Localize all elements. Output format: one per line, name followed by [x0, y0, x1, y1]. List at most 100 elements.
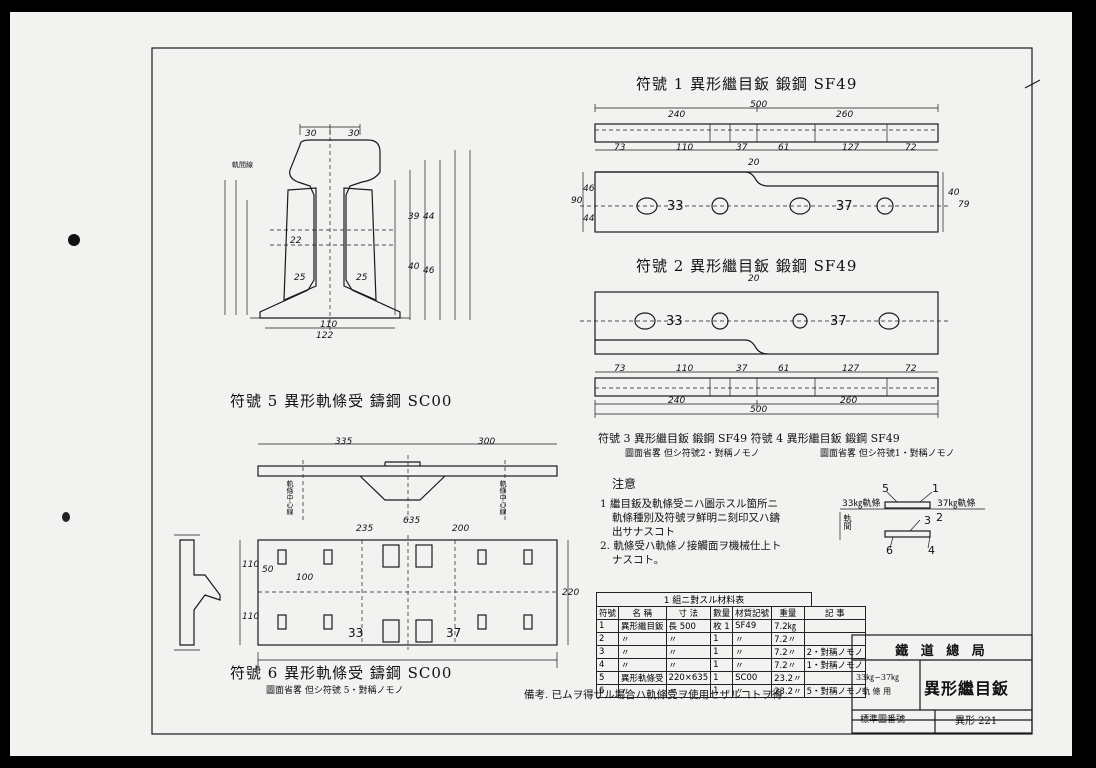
table-cell: 〃 [618, 658, 667, 672]
table-cell: 〃 [732, 658, 773, 672]
dim-label: 500 [750, 100, 768, 110]
title-block-org: 鐵 道 總 局 [895, 644, 989, 659]
table-cell: 〃 [665, 658, 712, 672]
rail-mark-37: 37 [836, 199, 853, 214]
key-right-label: 37㎏軌條 [937, 499, 976, 509]
dim-label: 61 [778, 143, 790, 153]
axis-label: 軌條中心線 [499, 480, 507, 515]
table-cell: SC00 [732, 671, 773, 685]
dim-label: 72 [905, 364, 917, 374]
dim-label: 39 [408, 212, 420, 222]
title-block-name: 異形繼目鈑 [924, 679, 1010, 698]
part1-plate-views [580, 104, 950, 233]
dim-label: 30 [348, 129, 360, 139]
dim-label: 37 [736, 364, 748, 374]
key-number-6: 6 [886, 544, 893, 557]
axis-label: 軌條中心線 [286, 480, 294, 515]
table-cell: 〃 [732, 645, 773, 659]
table-cell [803, 619, 867, 633]
dim-label: 110 [676, 143, 694, 153]
drawing-sheet [10, 12, 1072, 756]
dim-label: 300 [478, 437, 496, 447]
table-cell: 〃 [665, 645, 712, 659]
key-diagram [839, 491, 985, 549]
rail-mark-33: 33 [666, 314, 683, 329]
dim-label: 127 [842, 364, 860, 374]
table-row: 2〃〃1〃7.2〃 [595, 632, 867, 646]
part2-top-view [594, 377, 939, 397]
key-side-label: 軌間 [843, 514, 852, 530]
table-cell: 〃 [665, 632, 712, 646]
table-cell: 23.2〃 [771, 684, 805, 698]
dim-label: 635 [403, 516, 421, 526]
table-cell: 220×635 [665, 671, 712, 685]
table-header: 符號 [595, 606, 620, 620]
table-cell: 〃 [618, 645, 667, 659]
dim-label: 40 [948, 188, 960, 198]
table-cell: 〃 [618, 632, 667, 646]
part1-top-view [594, 123, 939, 143]
note-line-2: 軌條種別及符號ヲ鮮明ニ刻印又ハ鑄 [612, 512, 780, 524]
part2-title: 符號 2 異形繼目鈑 鍛鋼 SF49 [636, 257, 858, 275]
dim-label: 110 [242, 612, 260, 622]
table-cell: 1 [710, 645, 734, 659]
rail-head [259, 139, 401, 319]
table-cell: 〃 [732, 632, 773, 646]
dim-label: 73 [614, 143, 626, 153]
part4-subtitle: 圖面省畧 但シ符號1・對稱ノモノ [820, 449, 955, 459]
dim-label: 122 [316, 331, 334, 341]
dim-label: 200 [452, 524, 470, 534]
rail-mark-37: 37 [446, 626, 462, 640]
table-cell: 5 [595, 671, 620, 685]
part5-title: 符號 5 異形軌條受 鑄鋼 SC00 [230, 392, 453, 410]
dim-label: 220 [562, 588, 580, 598]
dim-label: 240 [668, 110, 686, 120]
dim-label: 61 [778, 364, 790, 374]
gauge-label: 軌間線 [232, 161, 253, 169]
part2-plate-views [580, 291, 950, 418]
dim-label: 240 [668, 396, 686, 406]
title-block-spec-top: 33㎏−37㎏ [856, 673, 900, 682]
table-cell: 7.2〃 [771, 645, 805, 659]
part34-title: 符號 3 異形繼目鈑 鍛鋼 SF49 符號 4 異形繼目鈑 鍛鋼 SF49 [598, 432, 900, 445]
title-block-drawing-no: 異形 221 [955, 716, 998, 727]
dim-label: 260 [840, 396, 858, 406]
table-header-row: 符號 名 稱 寸 法 數量 材質記號 重量 記 事 [595, 606, 867, 620]
part1-front-view [594, 171, 939, 233]
table-header: 寸 法 [665, 606, 712, 620]
table-cell: 2 [595, 632, 620, 646]
dim-label: 20 [748, 274, 760, 284]
table-row: 3〃〃1〃7.2〃2・對稱ノモノ [595, 645, 867, 659]
dim-label: 22 [290, 236, 302, 246]
dim-label: 110 [676, 364, 694, 374]
dim-label: 25 [356, 273, 368, 283]
key-number-4: 4 [928, 544, 935, 557]
table-cell: 〃 [618, 684, 667, 698]
part6-title: 符號 6 異形軌條受 鑄鋼 SC00 [230, 664, 453, 682]
key-number-3: 3 [924, 514, 931, 527]
dim-label: 40 [408, 262, 420, 272]
key-number-2: 2 [936, 511, 943, 524]
title-block-std-label: 標準圖番號 [860, 715, 906, 725]
dim-label: 110 [320, 320, 338, 330]
key-number-5: 5 [882, 482, 889, 495]
drawing-border [151, 47, 1033, 735]
part5-section-view [224, 124, 471, 330]
table-row: 4〃〃1〃7.2〃1・對稱ノモノ [595, 658, 867, 672]
table-cell: 異形繼目鈑 [618, 619, 667, 633]
table-row: 6〃〃1〃23.2〃5・對稱ノモノ [595, 684, 867, 698]
dim-label: 50 [262, 565, 274, 575]
dim-label: 100 [296, 573, 314, 583]
table-cell: 長 500 [665, 619, 712, 633]
table-header: 重量 [771, 606, 805, 620]
table-header: 材質記號 [732, 606, 773, 620]
dim-label: 260 [836, 110, 854, 120]
dim-label: 30 [305, 129, 317, 139]
table-cell: 1 [710, 658, 734, 672]
note-line-4: 2. 軌條受ハ軌條ノ接觸面ヲ機械仕上ト [600, 540, 782, 552]
dim-label: 500 [750, 405, 768, 415]
